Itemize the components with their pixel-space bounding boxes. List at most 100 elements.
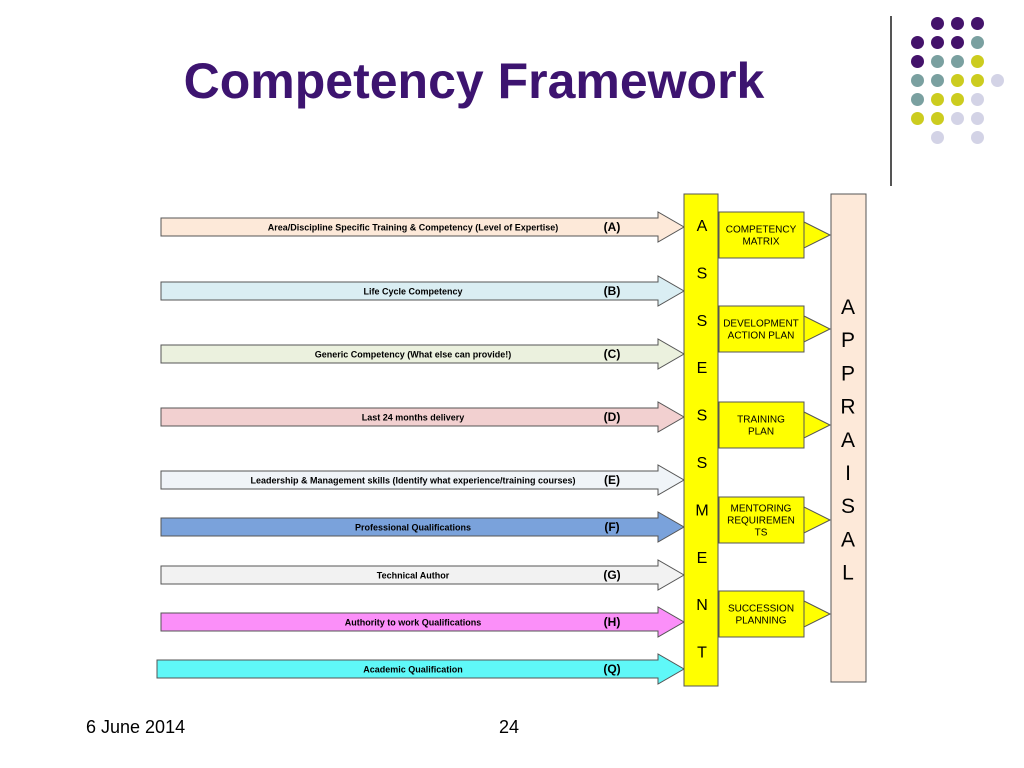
input-arrow-code: (A) [604,220,621,234]
appraisal-letter: P [841,329,855,352]
input-arrow [160,275,686,307]
decor-dot [931,131,944,144]
input-arrow-code: (C) [604,347,621,361]
decor-dot [951,17,964,30]
input-arrow [160,511,686,543]
appraisal-letter: A [841,429,855,452]
assessment-letter: S [697,455,708,472]
output-box-label: MENTORING [731,504,792,515]
appraisal-letter: R [840,396,855,419]
appraisal-letter: A [841,296,855,319]
decor-dot [931,112,944,125]
input-arrow-code: (D) [604,410,621,424]
decor-dot [951,55,964,68]
decor-dot [971,112,984,125]
appraisal-letter: I [845,462,851,485]
decor-dot [971,36,984,49]
assessment-letter: M [695,502,708,519]
footer-date: 6 June 2014 [86,717,186,737]
input-arrow-code: (G) [603,568,620,582]
decor-dot [931,93,944,106]
input-arrow [160,401,686,433]
input-arrow-code: (Q) [603,662,620,676]
decor-dot [971,131,984,144]
output-arrow [803,221,832,249]
output-box-label: PLANNING [735,616,786,627]
input-arrow-code: (B) [604,284,621,298]
assessment-column [683,193,719,687]
output-box-label: PLAN [748,427,774,438]
output-box [718,211,805,259]
assessment-letter: T [697,645,707,662]
output-arrow [803,315,832,343]
input-arrow [160,338,686,370]
decor-dot [911,36,924,49]
decor-divider-line [890,16,892,186]
decor-dot [991,74,1004,87]
appraisal-letter: L [842,562,854,585]
appraisal-letter: S [841,495,855,518]
appraisal-letter: P [841,362,855,385]
output-box [718,496,805,544]
decor-dot [971,17,984,30]
appraisal-column [830,193,867,683]
assessment-letter: S [697,313,708,330]
output-box-label: MATRIX [742,237,779,248]
output-box-label: SUCCESSION [728,604,794,615]
output-box-label: DEVELOPMENT [723,319,799,330]
decor-dot [931,74,944,87]
decor-dot [911,93,924,106]
output-arrow [803,600,832,628]
output-arrow [803,506,832,534]
decor-dot [971,55,984,68]
decor-dot [951,36,964,49]
input-arrow [160,559,686,591]
input-arrow-code: (F) [604,520,619,534]
decor-dot [951,112,964,125]
input-arrow [156,653,686,685]
assessment-letter: A [697,218,708,235]
input-arrow-label: Technical Author [377,571,450,581]
decor-dot [911,74,924,87]
input-arrow-label: Area/Discipline Specific Training & Comp… [268,223,559,233]
input-arrow-code: (E) [604,473,620,487]
input-arrow-label: Academic Qualification [363,665,463,675]
input-arrow-label: Generic Competency (What else can provid… [315,350,512,360]
decor-dot [971,93,984,106]
assessment-letter: S [697,265,708,282]
output-box-label: COMPETENCY [726,225,797,236]
decor-dot [931,55,944,68]
input-arrow [160,606,686,638]
assessment-letter: E [697,550,708,567]
output-box-label: ACTION PLAN [728,331,795,342]
decor-dot [971,74,984,87]
footer-page-number: 24 [499,717,520,737]
input-arrow [160,464,686,496]
decor-dot [931,36,944,49]
decor-dot [931,17,944,30]
input-arrow-code: (H) [604,615,621,629]
output-box [718,590,805,638]
output-box-label: TRAINING [737,415,785,426]
output-box [718,305,805,353]
assessment-letter: S [697,408,708,425]
input-arrow-label: Last 24 months delivery [362,413,465,423]
page-title: Competency Framework [183,53,765,109]
decor-dot [951,93,964,106]
input-arrow-label: Leadership & Management skills (Identify… [250,476,575,486]
input-arrow [160,211,686,243]
decor-dot [951,74,964,87]
assessment-letter: N [696,597,708,614]
assessment-letter: E [697,360,708,377]
appraisal-letter: A [841,528,855,551]
decor-dot [911,112,924,125]
input-arrow-label: Authority to work Qualifications [345,618,482,628]
input-arrow-label: Professional Qualifications [355,523,471,533]
output-box-label: TS [755,528,768,539]
output-box [718,401,805,449]
input-arrow-label: Life Cycle Competency [363,287,462,297]
decor-dot [911,55,924,68]
output-arrow [803,411,832,439]
output-box-label: REQUIREMEN [727,516,795,527]
